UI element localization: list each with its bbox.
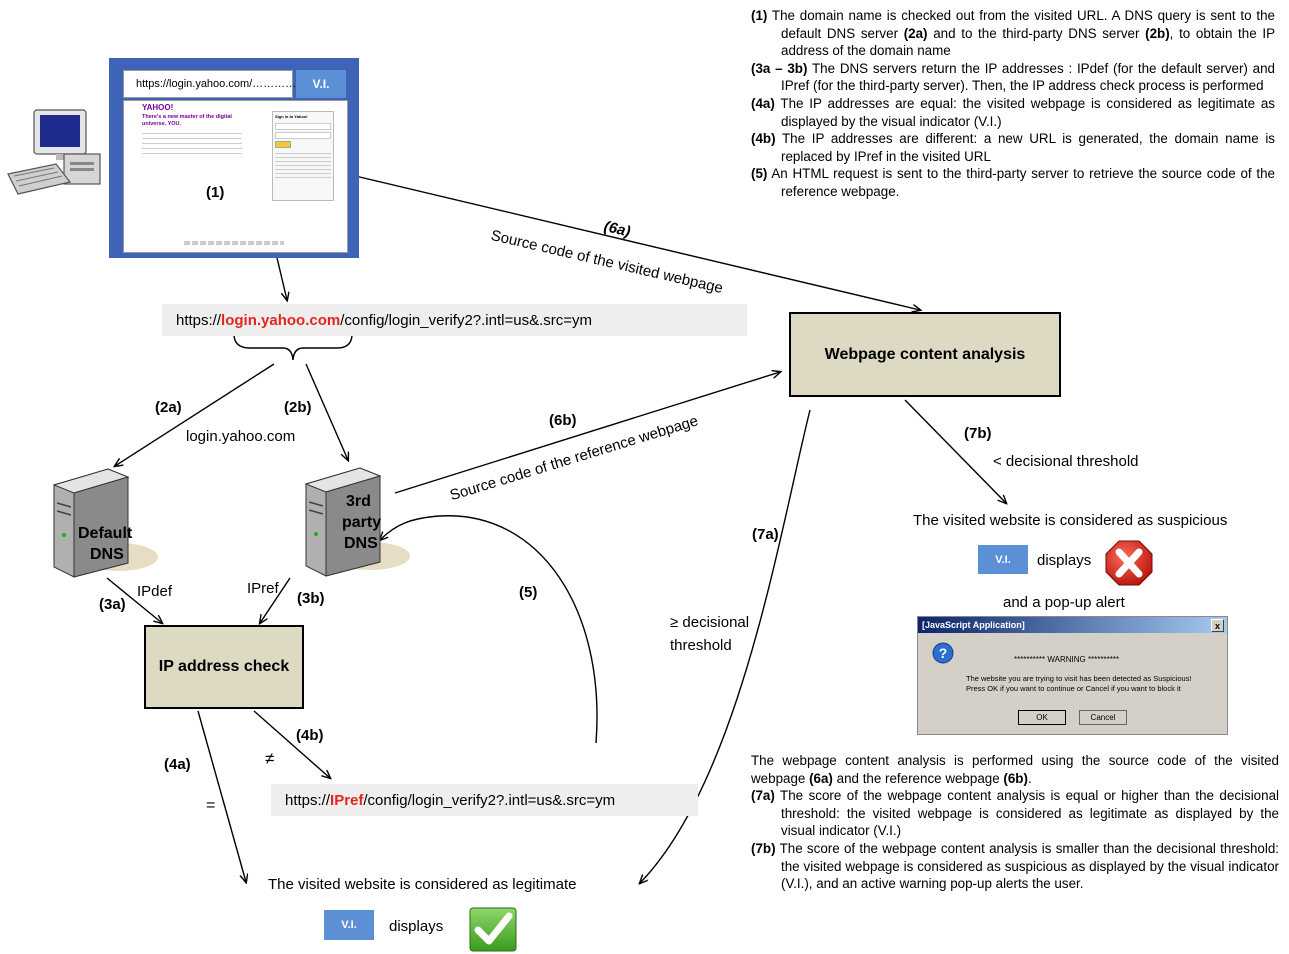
legitimate-displays-text: displays: [389, 918, 444, 935]
dialog-titlebar: [JavaScript Application] x: [918, 617, 1227, 633]
replaced-url-box: https://IPref/config/login_verify2?.intl…: [271, 784, 698, 816]
url2-domain: IPref: [330, 791, 364, 809]
dialog-cancel-button[interactable]: Cancel: [1079, 710, 1127, 725]
note-1: (1) The domain name is checked out from …: [751, 8, 1276, 59]
url-domain: login.yahoo.com: [221, 311, 341, 329]
domain-brace: [233, 333, 353, 361]
legitimate-vi-badge: V.I.: [324, 910, 374, 940]
warning-dialog: [JavaScript Application] x ? ********** …: [917, 616, 1228, 735]
ip-address-check-box: IP address check: [144, 625, 304, 709]
step-2b-label: (2b): [284, 399, 312, 416]
arrow-6b: [394, 372, 780, 494]
step-2a-label: (2a): [155, 399, 182, 416]
yahoo-text-lines: [142, 131, 242, 157]
suspicious-outcome-text: The visited website is considered as sus…: [913, 512, 1228, 529]
original-url-box: https://login.yahoo.com/config/login_ver…: [162, 304, 747, 336]
legitimate-outcome-text: The visited website is considered as leg…: [268, 876, 577, 893]
signin-title: Sign in to Yahoo!: [275, 114, 308, 119]
browser-vi-indicator: V.I.: [296, 70, 346, 98]
step-6b-label: (6b): [549, 412, 577, 429]
note-4b: (4b) The IP addresses are different: a n…: [751, 131, 1275, 164]
address-bar-url: https://login.yahoo.com/…………..: [136, 78, 303, 90]
step-5-label: (5): [519, 584, 538, 601]
step-3a-label: (3a): [99, 596, 126, 613]
arrow-2b: [305, 363, 348, 460]
equal-sign: =: [206, 797, 216, 814]
notes-bottom-intro: The webpage content analysis is performe…: [751, 753, 1279, 786]
url2-suffix: /config/login_verify2?.intl=us&.src=ym: [363, 791, 616, 809]
url-suffix: /config/login_verify2?.intl=us&.src=ym: [340, 311, 593, 329]
arrow-4a: [197, 710, 246, 882]
arrow-2a: [115, 363, 275, 466]
notes-top: (1) The domain name is checked out from …: [751, 7, 1275, 201]
ge-threshold-line1: ≥ decisional: [670, 614, 750, 631]
yahoo-logo: YAHOO!: [142, 103, 174, 112]
note-5: (5) An HTML request is sent to the third…: [751, 166, 1275, 199]
ge-threshold-line2: threshold: [670, 637, 732, 654]
suspicious-vi-badge: V.I.: [978, 545, 1028, 574]
step-3b-label: (3b): [297, 590, 325, 607]
url2-prefix: https://: [285, 791, 331, 809]
url-prefix: https://: [176, 311, 222, 329]
ipdef-label: IPdef: [137, 583, 173, 600]
step-4b-label: (4b): [296, 727, 324, 744]
arrow-3a: [106, 577, 162, 623]
arrow-7b: [904, 399, 1006, 503]
ipref-label: IPref: [247, 580, 279, 597]
note-3: (3a – 3b) The DNS servers return the IP …: [751, 60, 1276, 94]
step-1-label: (1): [206, 184, 225, 201]
third-party-dns-label-1: 3rd: [346, 493, 371, 510]
question-icon: ?: [932, 642, 954, 664]
address-bar[interactable]: https://login.yahoo.com/…………..: [123, 70, 302, 98]
yahoo-page-thumbnail: YAHOO! There's a new master of the digit…: [123, 100, 348, 253]
arrow-4b: [253, 710, 330, 778]
svg-text:?: ?: [939, 645, 948, 661]
third-party-dns-label-2: party: [342, 514, 382, 531]
note-7a: (7a) The score of the webpage content an…: [751, 788, 1279, 839]
not-equal-sign: ≠: [265, 749, 275, 768]
popup-intro-text: and a pop-up alert: [1003, 594, 1125, 611]
webpage-content-analysis-box: Webpage content analysis: [789, 312, 1061, 397]
arrow-5: [380, 515, 598, 744]
dialog-close-button[interactable]: x: [1211, 619, 1224, 632]
yahoo-footer: [184, 241, 284, 245]
step-7a-label: (7a): [752, 526, 779, 543]
notes-bottom: The webpage content analysis is performe…: [751, 752, 1279, 893]
green-check-icon: [469, 907, 517, 952]
browser-window: https://login.yahoo.com/………….. V.I. YAHO…: [109, 58, 359, 258]
default-dns-label-1: Default: [78, 525, 133, 542]
third-party-dns-label-3: DNS: [344, 535, 378, 552]
arrow-6a: [346, 173, 920, 310]
arrow-3b: [260, 577, 291, 623]
domain-query-label: login.yahoo.com: [186, 428, 296, 445]
step-4a-label: (4a): [164, 756, 191, 773]
computer-icon: [7, 109, 101, 195]
step-7b-label: (7b): [964, 425, 992, 442]
red-x-icon: [1105, 540, 1153, 586]
note-7b: (7b) The score of the webpage content an…: [751, 840, 1279, 892]
dialog-warning-heading: ********** WARNING **********: [1014, 655, 1120, 664]
default-dns-server-icon: [52, 468, 158, 578]
lt-threshold-label: < decisional threshold: [993, 453, 1139, 470]
suspicious-displays-text: displays: [1037, 552, 1092, 569]
dialog-message-1: The website you are trying to visit has …: [966, 674, 1192, 683]
default-dns-label-2: DNS: [90, 546, 124, 563]
dialog-ok-button[interactable]: OK: [1018, 710, 1066, 725]
note-4a: (4a) The IP addresses are equal: the vis…: [751, 95, 1275, 129]
yahoo-signin-panel: Sign in to Yahoo!: [272, 111, 334, 201]
arrow-7a: [640, 409, 811, 883]
dialog-title: [JavaScript Application]: [922, 620, 1025, 630]
dialog-message-2: Press OK if you want to continue or Canc…: [966, 684, 1181, 693]
third-party-dns-server-icon: [304, 467, 410, 577]
yahoo-headline: There's a new master of the digital univ…: [142, 114, 232, 127]
